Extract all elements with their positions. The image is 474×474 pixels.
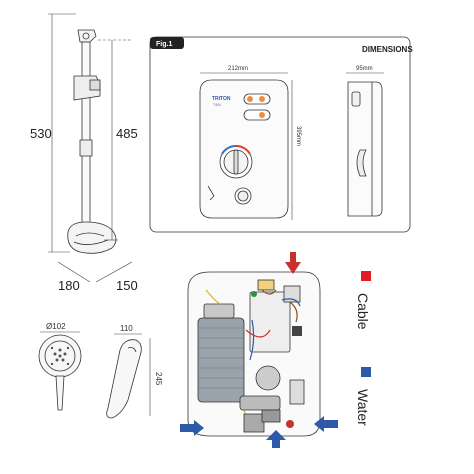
riser-rail-drawing <box>67 29 117 254</box>
figure-title: DIMENSIONS <box>362 45 413 54</box>
cable-color-swatch <box>361 271 371 281</box>
cable-label: Cable <box>355 293 371 330</box>
rail-height: 485 <box>116 126 138 141</box>
water-label: Water <box>355 389 371 426</box>
handset-front-view <box>38 334 82 411</box>
shower-unit-side <box>347 81 383 217</box>
side-depth: 95mm <box>356 66 373 72</box>
rail-dimension-lines <box>48 13 133 283</box>
handset-side-view <box>106 339 142 419</box>
brand-label: TRITON <box>212 96 231 102</box>
rail-width: 150 <box>116 278 138 293</box>
handset-diameter: Ø102 <box>46 322 66 331</box>
front-width: 212mm <box>228 66 248 72</box>
internal-unit-view <box>187 271 321 437</box>
figure-tag: Fig.1 <box>156 41 172 48</box>
front-height: 395mm <box>295 126 301 146</box>
rail-total-height: 530 <box>30 126 52 141</box>
figure-tag-box <box>150 37 184 49</box>
water-inlet-arrow-icon <box>180 416 338 448</box>
handset-length: 245 <box>154 372 163 386</box>
shower-unit-front <box>199 79 289 219</box>
handset-depth: 110 <box>120 324 133 333</box>
model-label: T80i <box>213 102 221 107</box>
water-color-swatch <box>361 367 371 377</box>
rail-depth: 180 <box>58 278 80 293</box>
down-arrow-icon <box>285 252 301 274</box>
